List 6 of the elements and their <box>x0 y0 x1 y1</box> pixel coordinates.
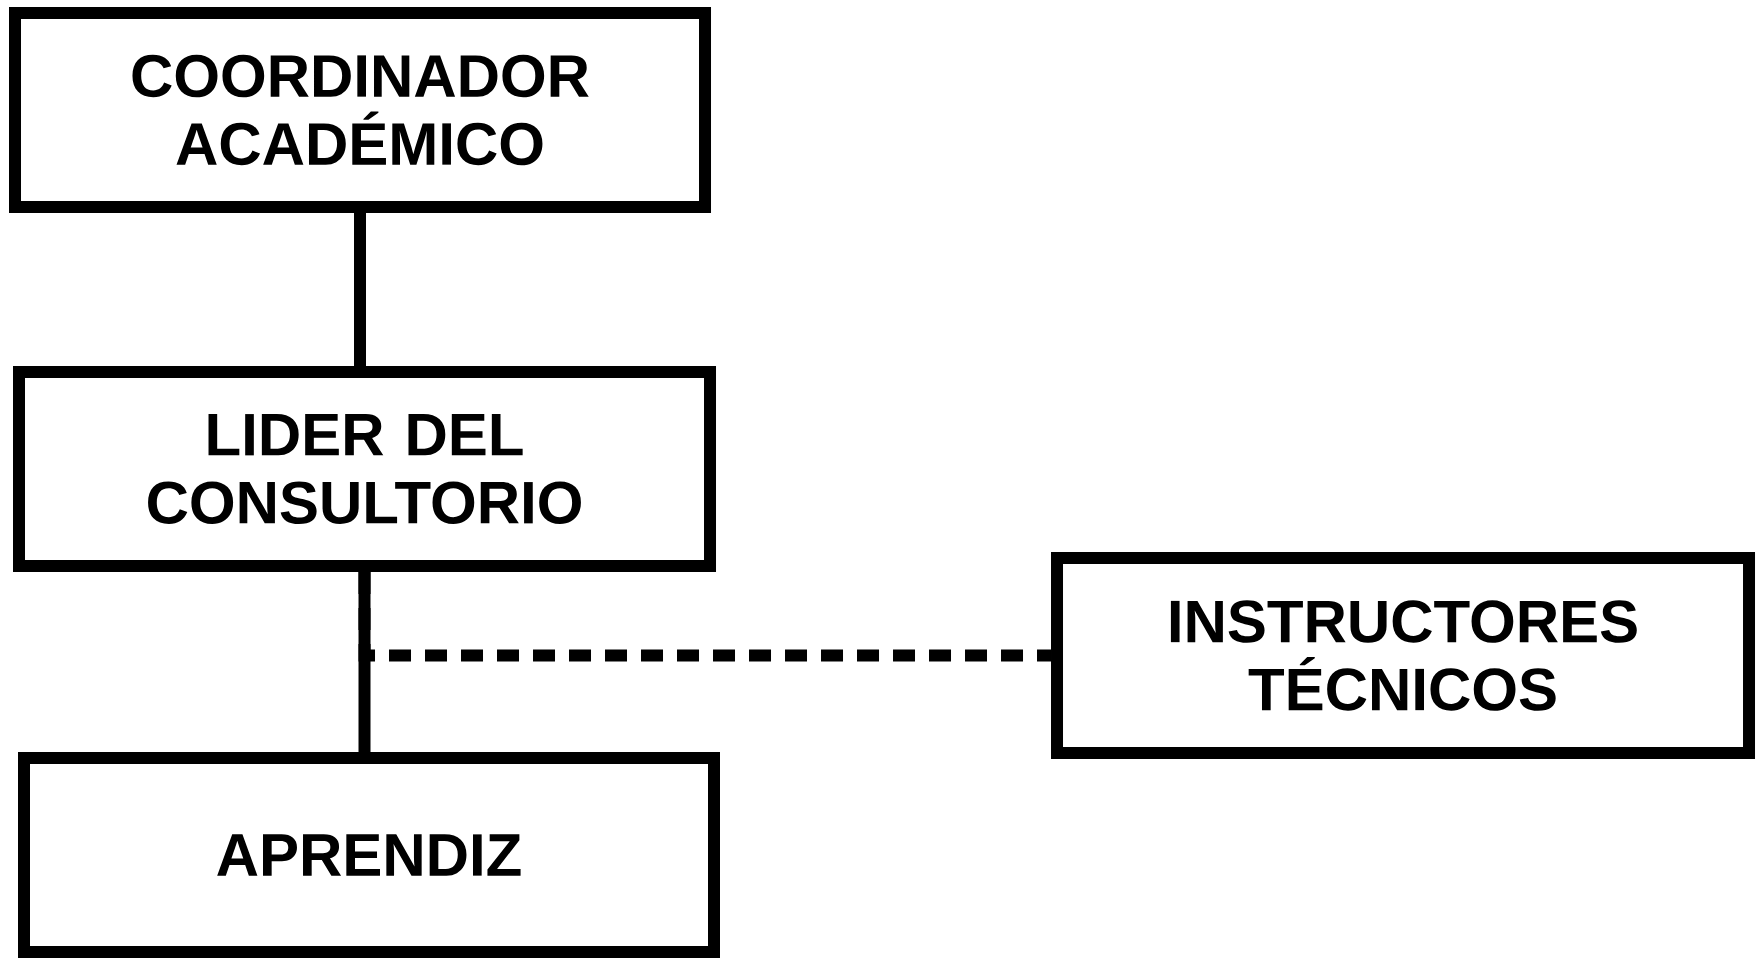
connector-line <box>358 572 371 752</box>
org-box: APRENDIZ <box>18 752 720 958</box>
org-box: COORDINADOR ACADÉMICO <box>9 7 711 213</box>
org-box: INSTRUCTORES TÉCNICOS <box>1051 552 1755 759</box>
connector-line <box>354 213 366 366</box>
org-box: LIDER DEL CONSULTORIO <box>13 366 716 572</box>
